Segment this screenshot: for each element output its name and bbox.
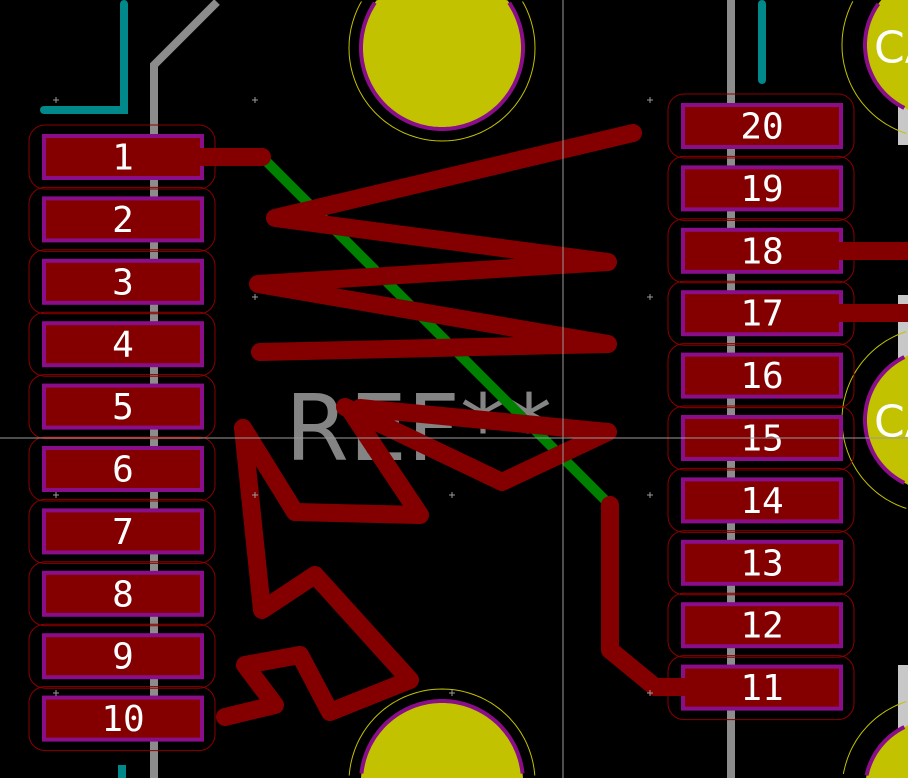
pad-3[interactable]: 3 xyxy=(42,258,204,305)
hole-copper-ring xyxy=(361,0,523,129)
pad-9[interactable]: 9 xyxy=(42,633,204,680)
hole-copper-ring xyxy=(865,720,908,778)
grid-cross xyxy=(53,690,59,696)
pad-number: 4 xyxy=(112,325,134,366)
pad-number: 8 xyxy=(112,574,134,615)
pad-courtyard xyxy=(667,467,855,533)
pad-6[interactable]: 6 xyxy=(42,446,204,492)
hole-ring-outline xyxy=(863,355,906,485)
hole-ring-outline xyxy=(359,1,525,131)
teal-track-1[interactable] xyxy=(40,0,128,114)
grid-markers xyxy=(53,97,653,696)
hole-clearance-outline xyxy=(842,701,907,774)
mounting-hole-bottom[interactable] xyxy=(348,688,536,778)
pad-courtyard xyxy=(28,311,216,377)
pad-number: 20 xyxy=(740,107,783,148)
mounting-hole-top[interactable] xyxy=(348,0,536,142)
pad-number: 6 xyxy=(112,450,134,491)
pad-courtyard xyxy=(28,498,216,564)
hole-ring-outline xyxy=(864,725,906,776)
pad-number: 7 xyxy=(112,512,134,553)
track-zigzag-top[interactable] xyxy=(249,124,642,361)
mounting-hole-right-top[interactable]: CA xyxy=(841,0,908,134)
pad-number: 17 xyxy=(740,294,783,335)
track-zigzag-bottom[interactable] xyxy=(216,419,419,726)
grid-cross xyxy=(647,690,653,696)
pad-7[interactable]: 7 xyxy=(42,508,204,555)
pad-courtyard xyxy=(28,186,216,252)
pad-4[interactable]: 4 xyxy=(42,321,204,368)
pad-number: 10 xyxy=(101,699,144,740)
pad-8[interactable]: 8 xyxy=(42,570,204,617)
pad-1[interactable]: 1 xyxy=(42,134,204,180)
pad-14[interactable]: 14 xyxy=(681,477,843,524)
mounting-hole-right-middle[interactable]: CA xyxy=(841,331,908,509)
pad-5[interactable]: 5 xyxy=(42,383,204,430)
grid-cross xyxy=(252,492,258,498)
grid-cross xyxy=(53,97,59,103)
pad-courtyard xyxy=(667,592,855,658)
hole-ring-outline xyxy=(863,2,906,110)
grid-cross xyxy=(647,294,653,300)
grid-cross xyxy=(449,492,455,498)
grid-cross xyxy=(647,97,653,103)
pad-11[interactable]: 11 xyxy=(681,664,843,711)
pad-number: 2 xyxy=(112,200,134,241)
pad-number: 19 xyxy=(740,169,783,210)
pad-19[interactable]: 19 xyxy=(681,165,843,212)
hole-label: CA xyxy=(874,23,908,74)
pad-courtyard xyxy=(28,436,216,502)
back-copper-tracks xyxy=(40,0,766,778)
pad-10[interactable]: 10 xyxy=(42,695,204,742)
courtyards xyxy=(28,93,855,752)
pad-13[interactable]: 13 xyxy=(681,539,843,586)
pad-courtyard xyxy=(28,561,216,627)
hole-ring-outline xyxy=(359,699,525,774)
hole-copper-ring xyxy=(361,701,523,778)
pad-number: 13 xyxy=(740,543,783,584)
pad-20[interactable]: 20 xyxy=(681,103,843,149)
grid-cross xyxy=(252,97,258,103)
pad-courtyard xyxy=(28,249,216,315)
pad-courtyard xyxy=(667,530,855,596)
track-zigzag-middle[interactable] xyxy=(336,398,617,491)
pad-17[interactable]: 17 xyxy=(681,290,843,337)
pad-18[interactable]: 18 xyxy=(681,227,843,274)
mounting-hole-right-bottom[interactable] xyxy=(842,701,908,778)
pad-courtyard xyxy=(667,343,855,409)
mounting-holes: CA CA xyxy=(348,0,908,778)
grid-cross xyxy=(449,690,455,696)
pad-number: 3 xyxy=(112,262,134,303)
pad-courtyard xyxy=(28,686,216,752)
grid-cross xyxy=(647,492,653,498)
front-copper-tracks xyxy=(191,124,908,726)
pad-number: 9 xyxy=(112,637,134,678)
hole-label: CA xyxy=(874,397,908,448)
hole-clearance-outline xyxy=(348,1,536,142)
pad-number: 12 xyxy=(740,606,783,647)
pad-2[interactable]: 2 xyxy=(42,196,204,243)
pad-courtyard xyxy=(28,374,216,440)
pad-courtyard xyxy=(667,93,855,159)
pad-number: 1 xyxy=(112,138,134,179)
pad-courtyard xyxy=(28,623,216,689)
pad-16[interactable]: 16 xyxy=(681,352,843,399)
pad-number: 16 xyxy=(740,356,783,397)
hole-clearance-outline xyxy=(348,688,536,776)
hole-clearance-outline xyxy=(841,1,907,134)
pad-courtyard xyxy=(667,155,855,221)
pad-number: 11 xyxy=(740,668,783,709)
pad-number: 14 xyxy=(740,481,783,522)
pad-number: 18 xyxy=(740,231,783,272)
grid-cross xyxy=(252,294,258,300)
grid-cross xyxy=(53,492,59,498)
track-pad11[interactable] xyxy=(601,496,699,696)
hole-copper-ring xyxy=(865,0,908,115)
pad-12[interactable]: 12 xyxy=(681,602,843,649)
pad-number: 15 xyxy=(740,419,783,460)
track-zigzag-left[interactable] xyxy=(234,401,429,524)
pad-number: 5 xyxy=(112,387,134,428)
